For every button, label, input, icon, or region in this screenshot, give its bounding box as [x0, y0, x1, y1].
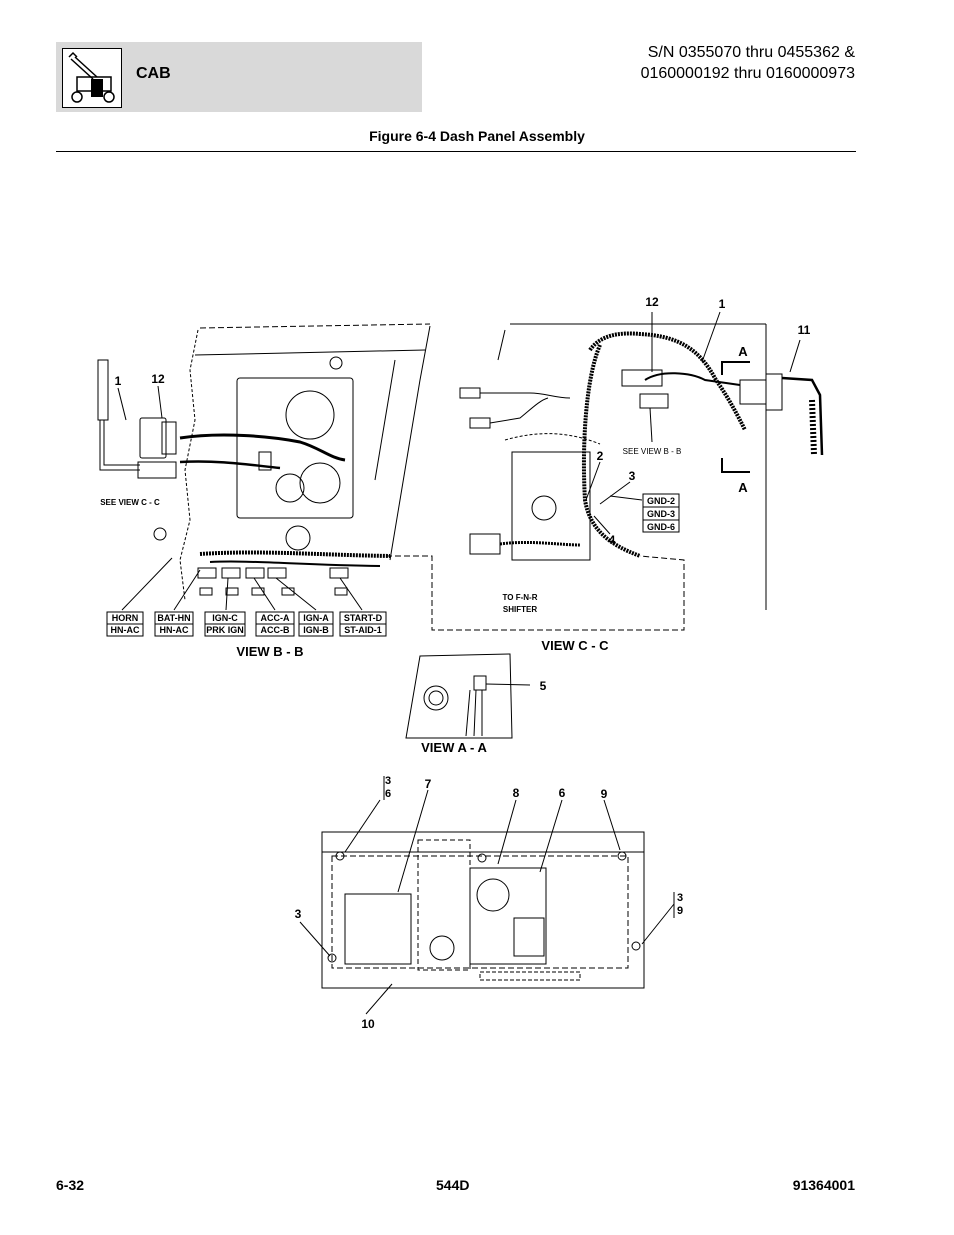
wire-tag-1-bottom: HN-AC: [111, 625, 140, 635]
see-view-cc-label: SEE VIEW C - C: [100, 498, 160, 507]
page-number: 6-32: [56, 1177, 85, 1193]
wire-tag-5-top: IGN-A: [303, 613, 329, 623]
to-fnr-line1: TO F-N-R: [503, 593, 538, 602]
wire-tag-5-bottom: IGN-B: [303, 625, 329, 635]
wire-tag-4-bottom: ACC-B: [261, 625, 290, 635]
serial-line-1: S/N 0355070 thru 0455362 &: [647, 44, 855, 61]
section-title: CAB: [136, 65, 171, 82]
callout-p8: 8: [513, 786, 520, 800]
view-c-c-label: VIEW C - C: [541, 638, 609, 653]
serial-line-2: 0160000192 thru 0160000973: [640, 65, 855, 82]
see-view-bb-label: SEE VIEW B - B: [623, 447, 682, 456]
callout-a5: 5: [540, 679, 547, 693]
wire-tag-2-top: BAT-HN: [157, 613, 190, 623]
wire-tag-3-bottom: PRK IGN: [206, 625, 244, 635]
callout-p9: 9: [601, 787, 608, 801]
ground-tag-3: GND-6: [647, 522, 675, 532]
view-b-b-illustration: [97, 323, 431, 637]
callout-b12: 12: [151, 372, 165, 386]
callout-p7: 7: [425, 777, 432, 791]
callout-p36-top: 3: [385, 775, 391, 787]
serial-range: S/N 0355070 thru 0455362 & 0160000192 th…: [641, 42, 855, 84]
document-number: 91364001: [792, 1177, 855, 1193]
model-number: 544D: [436, 1177, 470, 1193]
telehandler-icon: [62, 48, 122, 108]
view-a-a-label: VIEW A - A: [421, 740, 487, 755]
dash-panel-front-illustration: [299, 776, 675, 1015]
callout-c2: 2: [597, 449, 604, 463]
ground-tag-1: GND-2: [647, 496, 675, 506]
wire-tag-3-top: IGN-C: [212, 613, 238, 623]
wire-tag-4-top: ACC-A: [261, 613, 290, 623]
callout-p36-bottom: 6: [385, 788, 391, 800]
header-rule: [56, 151, 856, 152]
wire-tag-1-top: HORN: [112, 613, 139, 623]
wire-tag-2-bottom: HN-AC: [160, 625, 189, 635]
callout-p3: 3: [295, 907, 302, 921]
ground-tag-2: GND-3: [647, 509, 675, 519]
callout-c1: 1: [719, 297, 726, 311]
view-c-c-illustration: [459, 311, 824, 610]
section-a-top: A: [738, 344, 748, 359]
callout-c4: 4: [609, 533, 616, 547]
callout-b1: 1: [115, 374, 122, 388]
to-fnr-line2: SHIFTER: [503, 605, 537, 614]
callout-c3: 3: [629, 469, 636, 483]
wire-tag-6-top: START-D: [344, 613, 383, 623]
view-b-b-label: VIEW B - B: [236, 644, 303, 659]
callout-p6: 6: [559, 786, 566, 800]
figure-title: Figure 6-4 Dash Panel Assembly: [369, 128, 585, 144]
section-a-bottom: A: [738, 480, 748, 495]
callout-p10: 10: [361, 1017, 375, 1031]
callout-c11: 11: [798, 323, 811, 337]
callout-p39-top: 3: [677, 892, 683, 904]
wire-tag-6-bottom: ST-AID-1: [344, 625, 382, 635]
view-a-a-illustration: [405, 653, 531, 739]
callout-p39-bottom: 9: [677, 905, 683, 917]
callout-c12: 12: [645, 295, 659, 309]
